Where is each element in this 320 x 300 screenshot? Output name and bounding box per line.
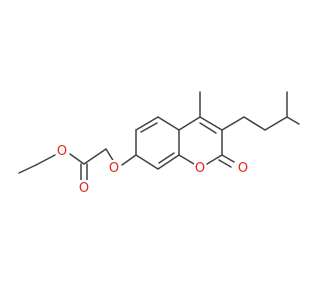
bond-c5-c6-inner: [140, 122, 158, 133]
bond-c5-c6: [135, 116, 159, 131]
bond-c8-c8a: [157, 154, 180, 170]
o-ester-carbonyl-bg: [78, 180, 90, 195]
bond-c4a-c5: [157, 116, 180, 131]
bond-ethyl-ch3: [18, 164, 37, 174]
bond-c8a-o1: [178, 154, 195, 165]
structure-canvas: O O O O O: [18, 91, 300, 196]
bond-c3-c4: [199, 116, 223, 131]
bond-o-carbonyl-c: [69, 153, 85, 165]
o-ring-bg: [194, 160, 206, 175]
bond-ch2b-ch: [264, 116, 288, 131]
bond-c7-c8: [135, 154, 159, 170]
bond-ethyl-ch2-o: [35, 154, 56, 166]
atom-o-ring: O: [195, 161, 205, 176]
bond-o1-c2: [206, 154, 223, 165]
bond-ch2-o-aryl: [105, 148, 115, 163]
bond-c2-o-double-1: [221, 154, 235, 163]
atom-o-ester-ether: O: [57, 144, 67, 159]
bond-c8-c8a-inner: [158, 152, 175, 164]
bond-ch-ch3b: [286, 116, 300, 125]
o-ester-ether-bg: [56, 143, 68, 158]
atom-o-aryl-ether: O: [109, 161, 119, 176]
o-lactone-carbonyl-bg: [237, 160, 249, 175]
bond-c3-ch2a: [221, 116, 245, 131]
atom-o-ester-carbonyl: O: [79, 181, 89, 196]
bond-ch2a-ch2b: [243, 116, 266, 131]
molecule-structure: O O O O O: [18, 91, 300, 196]
bond-c2-o-double-2: [218, 159, 232, 168]
bond-o-aryl-c7: [121, 154, 137, 166]
bond-carbonyl-ch2: [83, 148, 107, 165]
bond-c4-c4a: [178, 116, 201, 131]
atom-o-lactone-carbonyl: O: [238, 161, 248, 176]
bond-c3-c4-inner: [199, 122, 217, 134]
o-aryl-ether-bg: [108, 160, 120, 175]
